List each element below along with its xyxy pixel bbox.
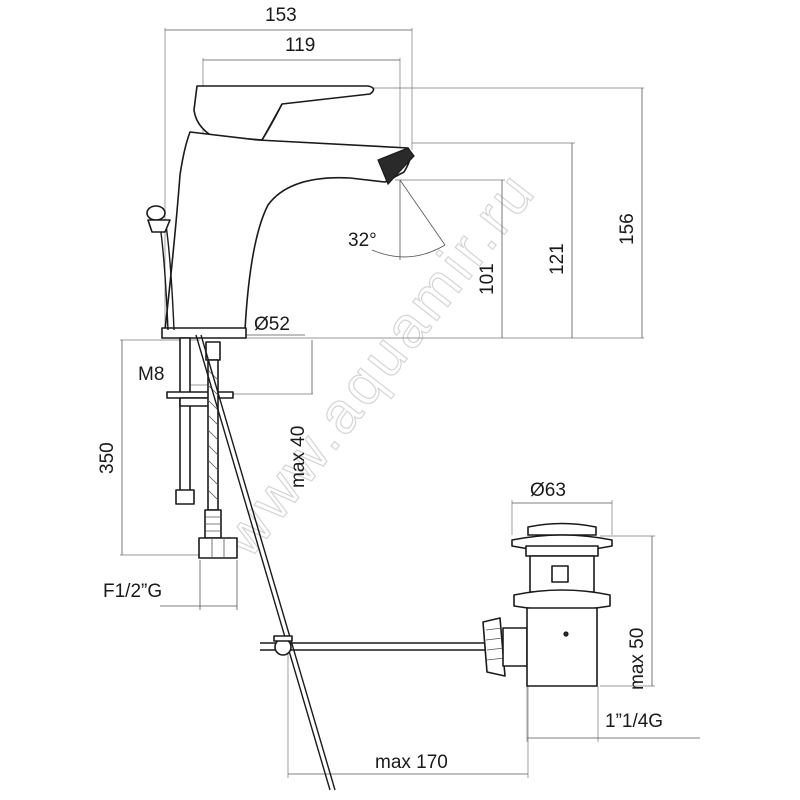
dim-121: 121 [547,243,568,275]
dim-hose-connection: F1/2”G [103,581,162,602]
underside-fittings [166,334,336,791]
waste-cap [527,522,597,536]
mounting-stud [179,337,191,499]
dim-101: 101 [477,263,498,295]
fixing-washer [166,391,234,399]
dim-rod-max: max 170 [375,752,448,773]
dim-119: 119 [285,35,315,56]
dim-counter-max: max 40 [288,426,309,488]
faucet-base [161,327,247,339]
dim-waste-max-height: max 50 [627,628,648,690]
dim-base-diameter: Ø52 [254,314,290,335]
dim-hose-length: 350 [97,442,118,474]
dimension-lines [120,28,700,778]
flexible-hose [198,341,238,559]
faucet-lever [193,85,375,141]
popup-knob [146,205,175,331]
faucet [146,85,415,339]
popup-waste [260,522,613,687]
dim-156: 156 [617,213,638,245]
dim-stud-thread: M8 [138,364,164,385]
popup-rod [195,334,331,791]
dim-angle: 32° [348,230,377,251]
faucet-aerator [377,147,415,186]
dim-153: 153 [265,5,297,26]
dim-waste-thread: 1”1/4G [605,711,663,732]
faucet-body [164,131,412,331]
dim-waste-diameter: Ø63 [530,480,566,501]
